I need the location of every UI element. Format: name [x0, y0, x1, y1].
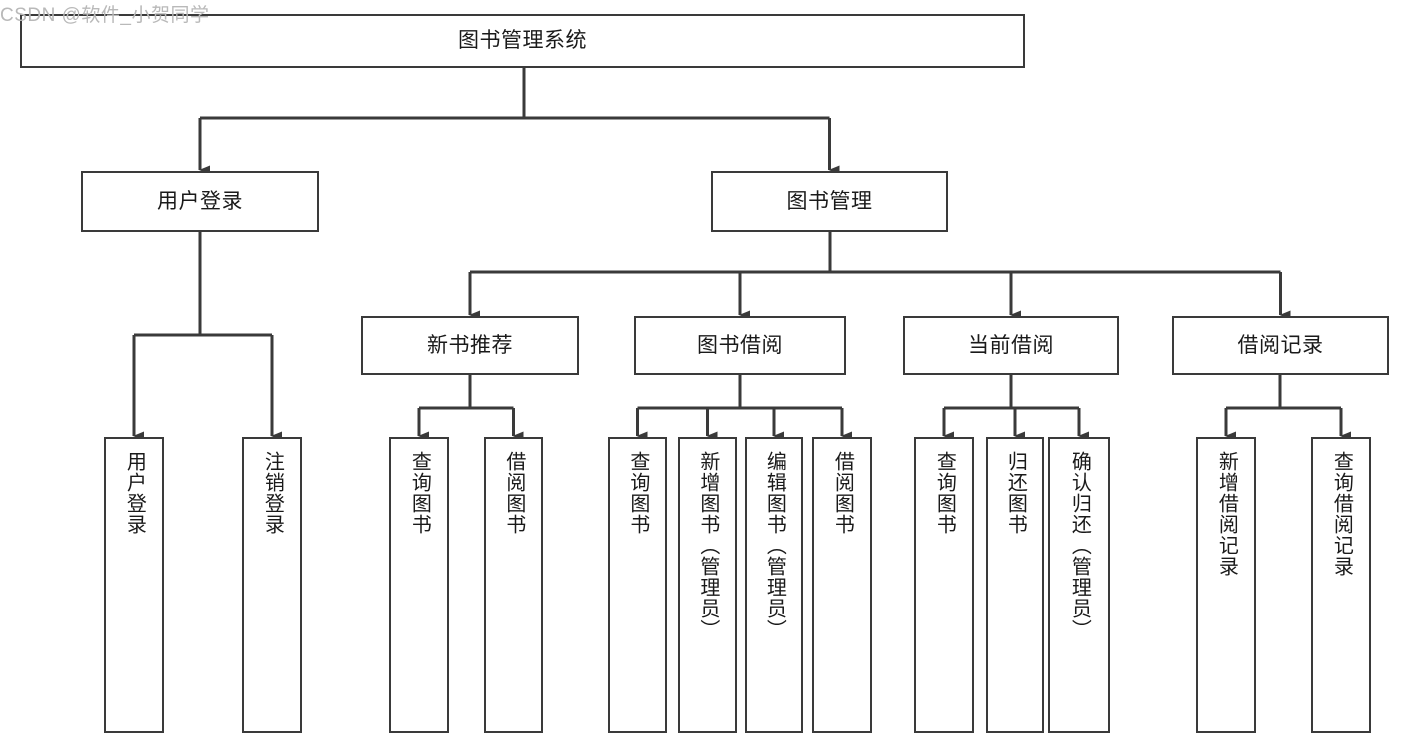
- edges-group: [132, 68, 1351, 441]
- node-label: 当前借阅: [968, 333, 1054, 357]
- node-label: 查询图书: [933, 451, 956, 535]
- node-label: 借阅图书: [831, 451, 854, 535]
- node-label: 注销登录: [261, 451, 284, 535]
- node-label: 查询图书: [626, 451, 649, 535]
- node-leaf-return-book[interactable]: 归还图书: [986, 437, 1044, 733]
- node-book-borrow[interactable]: 图书借阅: [634, 316, 846, 375]
- node-leaf-add-record[interactable]: 新增借阅记录: [1196, 437, 1256, 733]
- node-leaf-confirm-return[interactable]: 确认归还（管理员）: [1048, 437, 1110, 733]
- node-root[interactable]: 图书管理系统: [20, 14, 1025, 68]
- node-leaf-logout[interactable]: 注销登录: [242, 437, 302, 733]
- node-leaf-query-book-2[interactable]: 查询图书: [608, 437, 667, 733]
- node-user-login[interactable]: 用户登录: [81, 171, 319, 232]
- csdn-watermark: CSDN @软件_小贺同学: [0, 5, 210, 26]
- node-label: 图书管理: [786, 189, 873, 213]
- node-leaf-borrow-book-2[interactable]: 借阅图书: [812, 437, 872, 733]
- node-label: 用户登录: [157, 189, 243, 213]
- node-label: 查询借阅记录: [1330, 451, 1353, 577]
- node-label: 借阅记录: [1237, 333, 1324, 357]
- node-label: 新书推荐: [427, 333, 513, 357]
- node-leaf-edit-book[interactable]: 编辑图书（管理员）: [745, 437, 803, 733]
- node-new-book-recommend[interactable]: 新书推荐: [361, 316, 579, 375]
- node-borrow-record[interactable]: 借阅记录: [1172, 316, 1389, 375]
- node-current-borrow[interactable]: 当前借阅: [903, 316, 1119, 375]
- node-label: 归还图书: [1004, 451, 1027, 535]
- node-leaf-query-record[interactable]: 查询借阅记录: [1311, 437, 1371, 733]
- node-label: 图书借阅: [697, 333, 783, 357]
- node-label: 查询图书: [408, 451, 431, 535]
- node-label: 新增图书（管理员）: [696, 451, 719, 640]
- node-book-manage[interactable]: 图书管理: [711, 171, 948, 232]
- node-label: 借阅图书: [502, 451, 525, 535]
- node-leaf-add-book[interactable]: 新增图书（管理员）: [678, 437, 737, 733]
- node-leaf-borrow-book-1[interactable]: 借阅图书: [484, 437, 543, 733]
- node-label: 编辑图书（管理员）: [763, 451, 786, 640]
- node-leaf-query-book-3[interactable]: 查询图书: [914, 437, 974, 733]
- node-label: 新增借阅记录: [1215, 451, 1238, 577]
- node-label: 确认归还（管理员）: [1068, 451, 1091, 640]
- node-leaf-user-login[interactable]: 用户登录: [104, 437, 164, 733]
- node-leaf-query-book-1[interactable]: 查询图书: [389, 437, 449, 733]
- node-label: 用户登录: [123, 451, 146, 535]
- node-label: 图书管理系统: [458, 29, 587, 53]
